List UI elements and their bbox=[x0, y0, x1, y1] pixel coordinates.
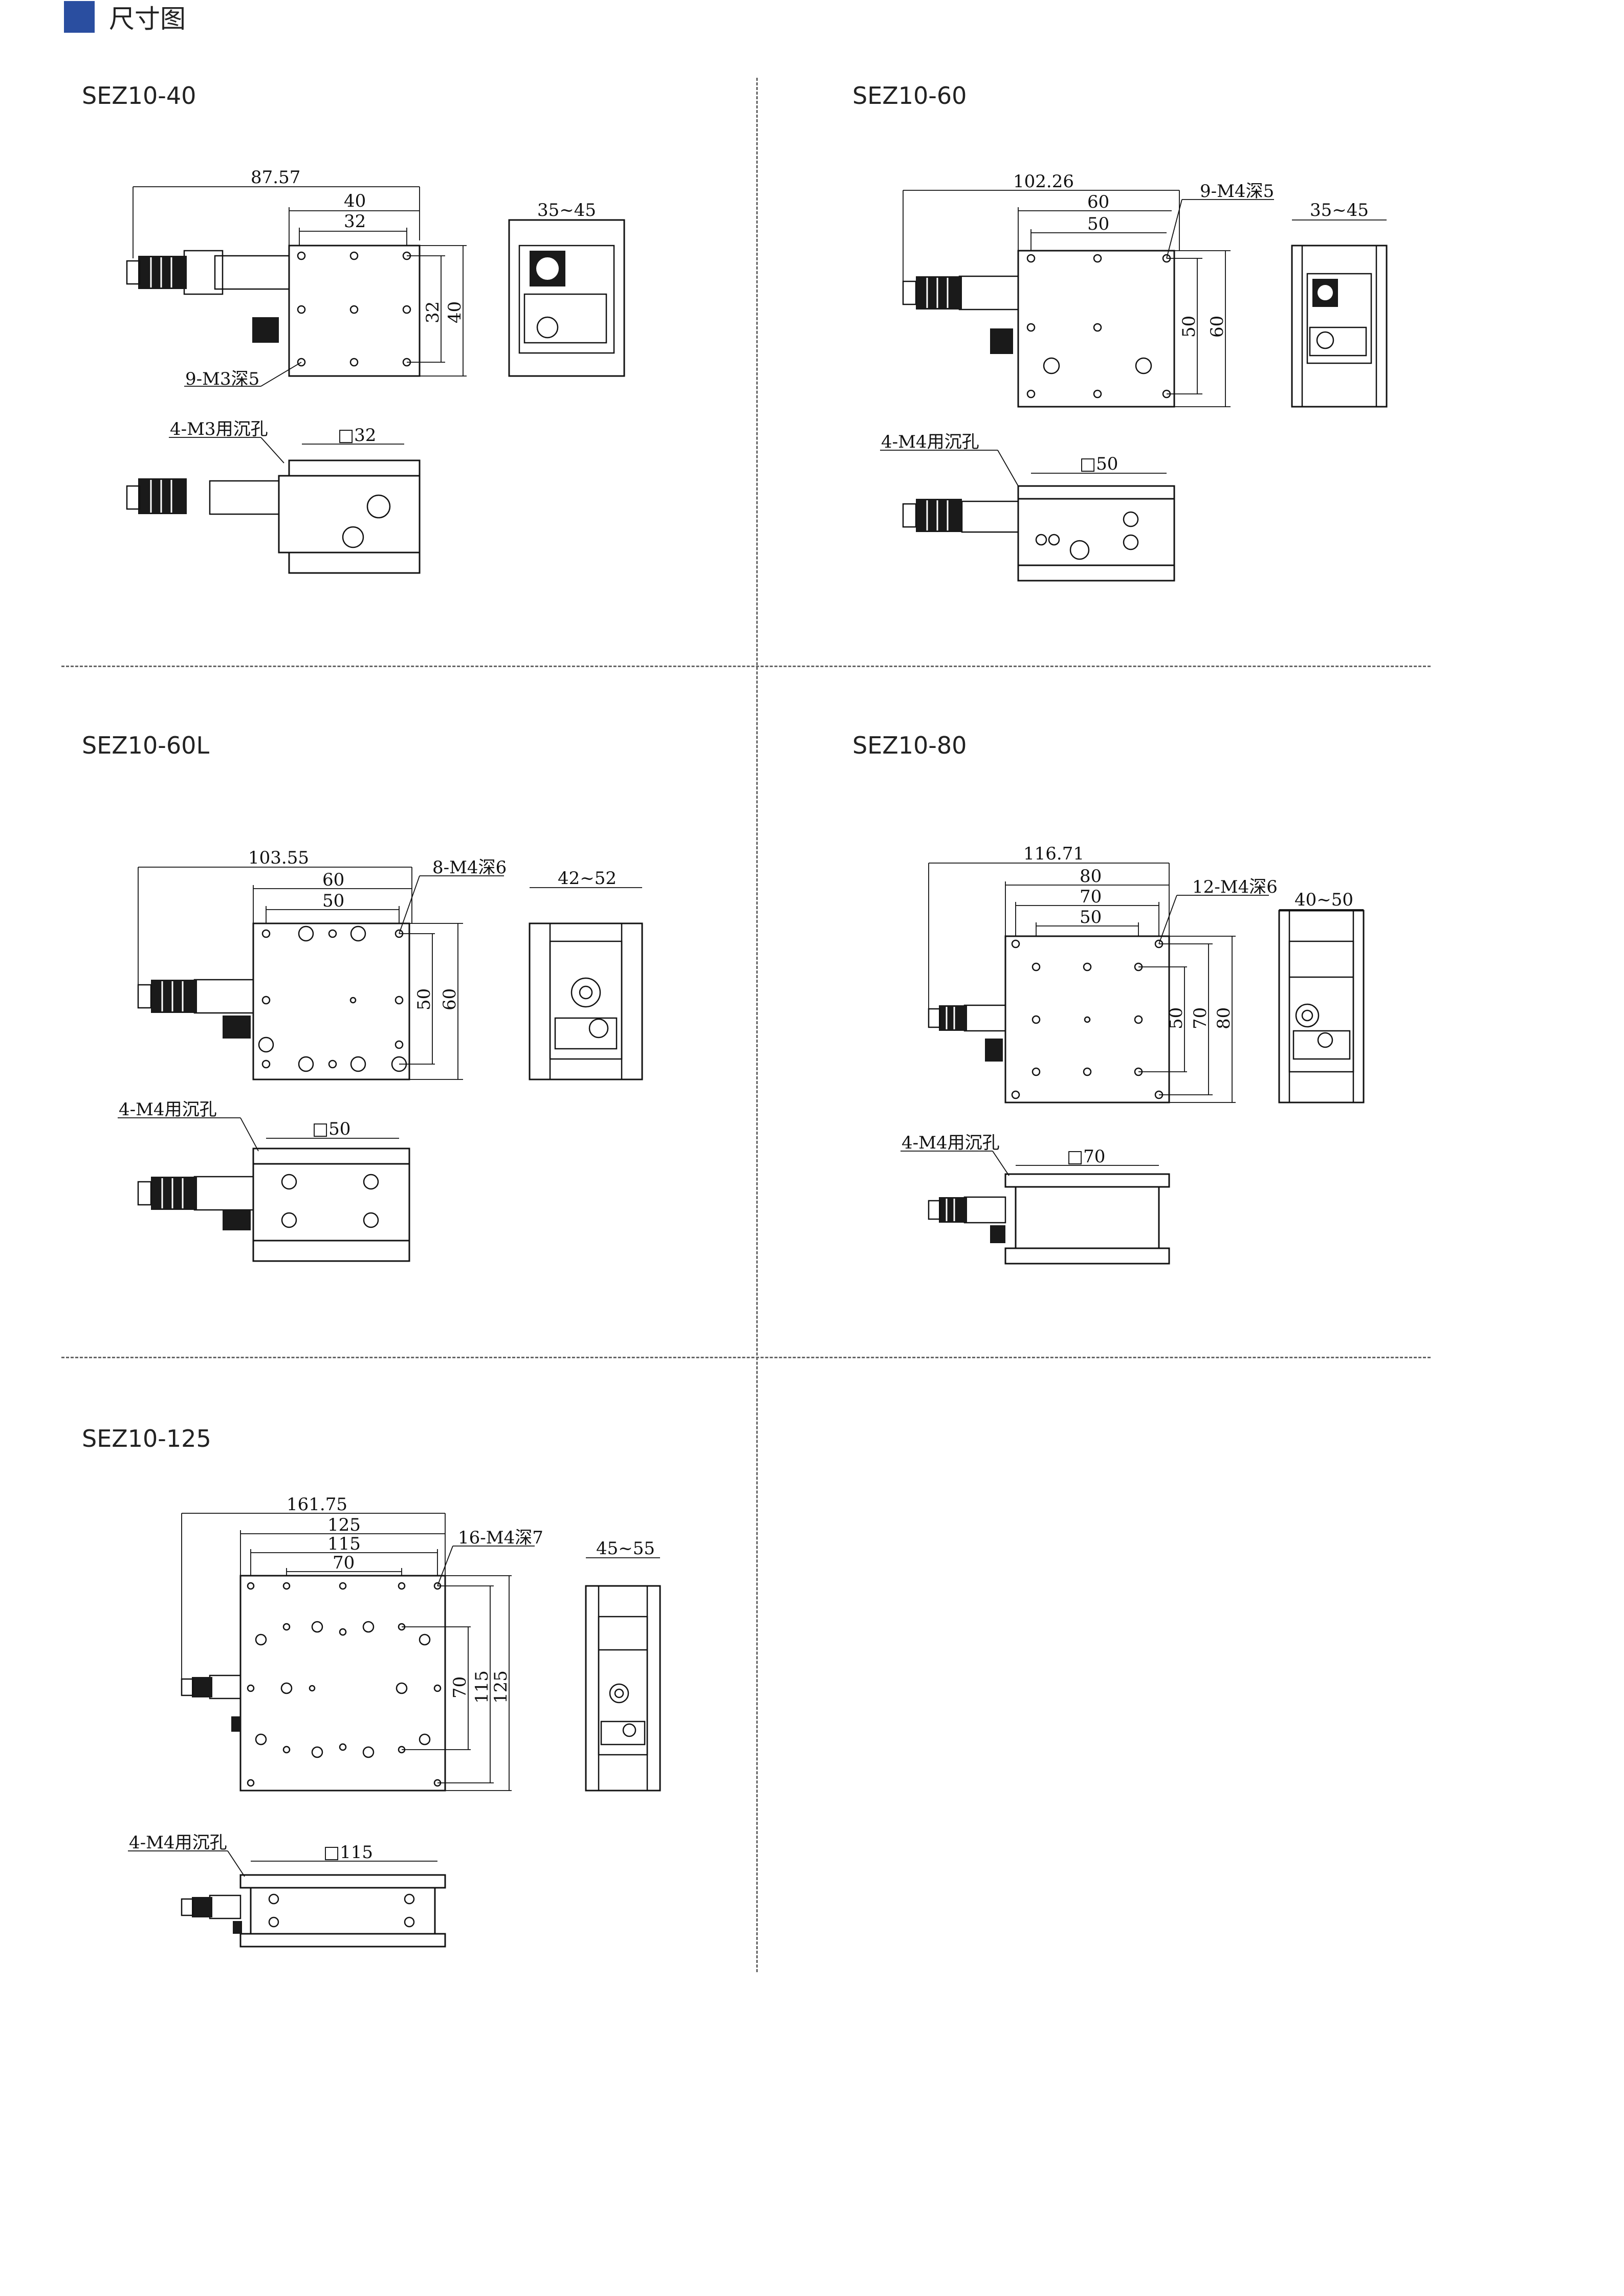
dim-hole-spacing: 50 bbox=[1087, 214, 1109, 234]
dim-hole-spacing: 50 bbox=[322, 891, 344, 911]
top-view: 116.71 80 70 50 50 70 80 12-M4深6 bbox=[928, 844, 1278, 1103]
side-view: 35~45 bbox=[1291, 200, 1388, 408]
dim-overall: 87.57 bbox=[251, 167, 300, 188]
section-title-sez10-125: SEZ10-125 bbox=[82, 1425, 211, 1452]
dim-holes: 8-M4深6 bbox=[432, 857, 507, 878]
dim-holes: 12-M4深6 bbox=[1192, 877, 1278, 897]
dim-overall: 102.26 bbox=[1013, 171, 1074, 192]
dim-height: 80 bbox=[1214, 1007, 1234, 1029]
side-view: 45~55 bbox=[585, 1538, 661, 1792]
dim-width: 125 bbox=[327, 1515, 361, 1535]
dim-hole-spacing: 115 bbox=[327, 1534, 361, 1554]
section-title-sez10-40: SEZ10-40 bbox=[82, 82, 196, 109]
front-view: □50 4-M4用沉孔 bbox=[880, 432, 1175, 582]
dim-counterbore: 4-M4用沉孔 bbox=[881, 432, 979, 452]
dim-counterbore: 4-M3用沉孔 bbox=[170, 419, 268, 439]
front-view: □50 4-M4用沉孔 bbox=[118, 1099, 410, 1262]
dim-square: □32 bbox=[338, 425, 376, 446]
dim-side: 42~52 bbox=[558, 868, 617, 889]
horizontal-divider bbox=[61, 1357, 1431, 1358]
dim-counterbore: 4-M4用沉孔 bbox=[119, 1099, 217, 1120]
dim-square: □50 bbox=[312, 1119, 350, 1139]
dim-height: 60 bbox=[1207, 316, 1227, 338]
dim-overall: 161.75 bbox=[287, 1494, 347, 1515]
dim-hole-height: 50 bbox=[414, 988, 434, 1010]
section-header: 尺寸图 bbox=[64, 0, 186, 34]
dim-side: 35~45 bbox=[1310, 200, 1369, 220]
dim-holes: 9-M3深5 bbox=[185, 369, 259, 389]
dim-hole-height: 32 bbox=[423, 301, 443, 323]
dim-hole-spacing: 32 bbox=[344, 211, 366, 232]
dim-hole-height: 50 bbox=[1166, 1007, 1187, 1029]
top-view: 102.26 60 50 50 60 9-M4深5 bbox=[902, 171, 1274, 408]
top-view: 103.55 60 50 50 60 8-M4深6 bbox=[137, 848, 507, 1080]
front-view: □32 4-M3用沉孔 bbox=[126, 419, 421, 574]
dim-height: 125 bbox=[491, 1670, 511, 1704]
dim-overall: 116.71 bbox=[1023, 844, 1084, 864]
dim-hole-height: 70 bbox=[450, 1676, 470, 1698]
section-title-sez10-60l: SEZ10-60L bbox=[82, 732, 210, 759]
dim-height: 60 bbox=[440, 988, 460, 1010]
dim-counterbore: 4-M4用沉孔 bbox=[129, 1833, 227, 1853]
dim-hole-spacing-inner: 70 bbox=[333, 1553, 355, 1573]
dim-holes: 9-M4深5 bbox=[1200, 181, 1274, 202]
front-view: □70 4-M4用沉孔 bbox=[901, 1133, 1170, 1265]
side-view: 35~45 bbox=[508, 200, 625, 377]
vertical-divider bbox=[756, 78, 758, 1972]
horizontal-divider bbox=[61, 666, 1431, 667]
dim-side: 45~55 bbox=[596, 1538, 655, 1559]
front-view: □115 4-M4用沉孔 bbox=[128, 1833, 446, 1948]
side-view: 40~50 bbox=[1278, 890, 1365, 1103]
dim-side: 35~45 bbox=[537, 200, 596, 220]
dim-square: □115 bbox=[323, 1842, 373, 1863]
dim-width: 60 bbox=[1087, 192, 1109, 212]
dim-square: □50 bbox=[1080, 454, 1118, 474]
dim-hole-height-outer: 70 bbox=[1190, 1007, 1211, 1029]
dim-hole-height: 50 bbox=[1179, 316, 1199, 338]
dim-holes: 16-M4深7 bbox=[458, 1528, 543, 1548]
dim-width: 60 bbox=[322, 870, 344, 890]
dim-overall: 103.55 bbox=[248, 848, 309, 868]
top-view: 161.75 125 115 70 70 115 125 16-M4深7 bbox=[181, 1494, 543, 1792]
dim-side: 40~50 bbox=[1294, 890, 1353, 910]
dim-square: □70 bbox=[1067, 1146, 1105, 1167]
page-title: 尺寸图 bbox=[109, 4, 186, 34]
top-view: 87.57 40 32 32 40 9-M3深5 bbox=[126, 167, 467, 389]
side-view: 42~52 bbox=[529, 868, 643, 1080]
dim-height: 40 bbox=[445, 301, 465, 323]
dim-hole-spacing-inner: 50 bbox=[1080, 907, 1102, 928]
section-title-sez10-80: SEZ10-80 bbox=[852, 732, 967, 759]
dim-hole-spacing: 70 bbox=[1080, 887, 1102, 907]
dim-counterbore: 4-M4用沉孔 bbox=[902, 1133, 1000, 1153]
dim-width: 40 bbox=[344, 191, 366, 211]
header-accent-square bbox=[64, 1, 95, 33]
section-title-sez10-60: SEZ10-60 bbox=[852, 82, 967, 109]
dim-width: 80 bbox=[1080, 866, 1102, 887]
dim-hole-height-outer: 115 bbox=[472, 1670, 492, 1704]
